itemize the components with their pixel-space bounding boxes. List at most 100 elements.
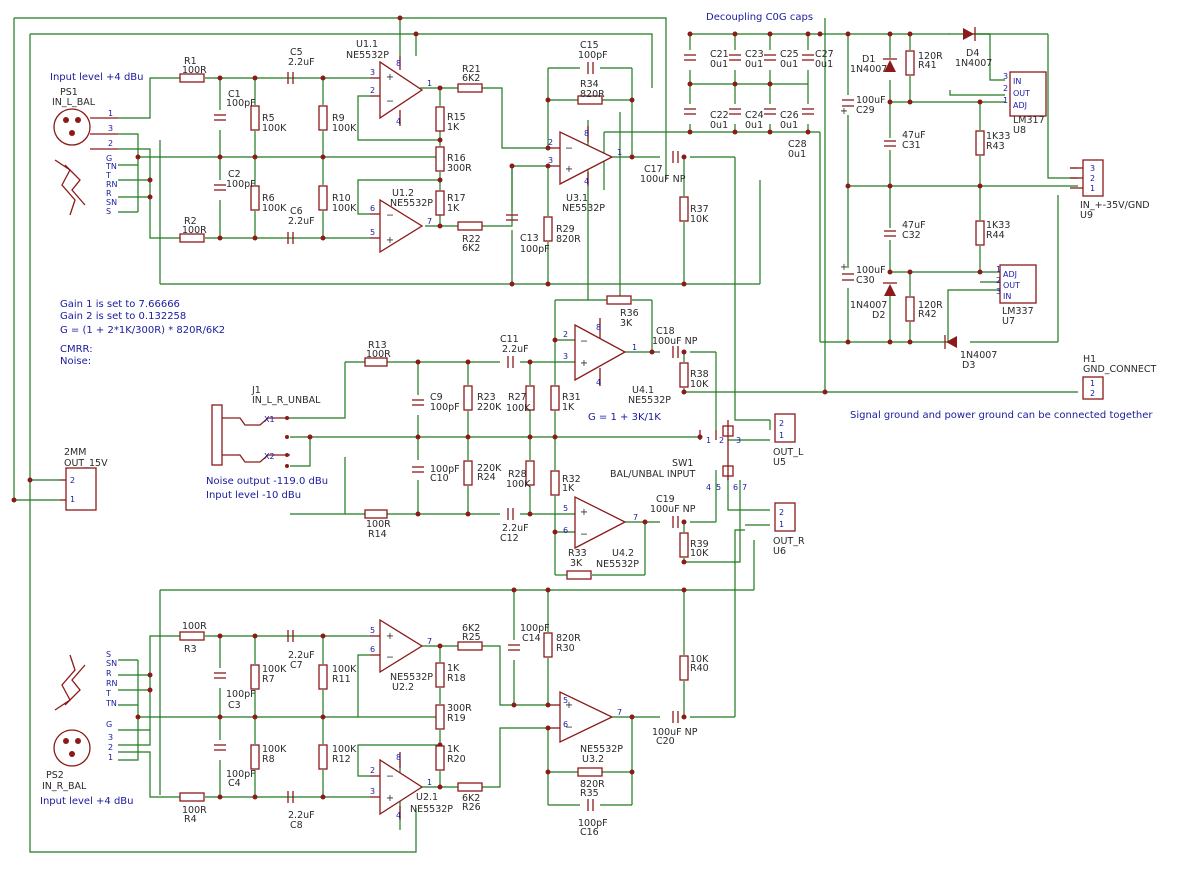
svg-text:R41: R41 xyxy=(918,60,937,71)
pin-label: 3 xyxy=(108,124,113,133)
svg-text:R8: R8 xyxy=(262,754,275,765)
label-u32-ref: U3.2 xyxy=(582,754,604,765)
pin-label: SN xyxy=(106,659,117,668)
pin-label: RN xyxy=(106,180,118,189)
label-u41-part: NE5532P xyxy=(628,395,671,406)
value-c20: 100uF NP xyxy=(652,727,698,738)
regulator-lm337 xyxy=(999,264,1037,304)
svg-text:C14: C14 xyxy=(522,633,541,644)
label-j1-ref: J1 xyxy=(251,385,261,396)
pin-label: 4 xyxy=(396,811,401,820)
value-r23: 220K xyxy=(477,402,502,413)
svg-text:C6: C6 xyxy=(290,206,303,217)
resistor-r4 xyxy=(179,792,205,802)
svg-text:−: − xyxy=(580,336,588,347)
pin-label: 7 xyxy=(742,483,747,492)
capacitor-c26 xyxy=(764,108,776,115)
value-r26: 6K2 xyxy=(462,793,480,804)
value-d1: 1N4007 xyxy=(850,64,887,75)
labels: Decoupling C0G caps Input level +4 dBu G… xyxy=(40,12,1156,838)
svg-text:−: − xyxy=(386,652,394,663)
label-u11-ref: U1.1 xyxy=(356,39,378,50)
svg-text:C32: C32 xyxy=(902,230,921,241)
svg-text:R6: R6 xyxy=(262,193,275,204)
pin-label: S xyxy=(106,650,111,659)
svg-text:C20: C20 xyxy=(656,736,675,747)
svg-text:R12: R12 xyxy=(332,754,351,765)
pin-label: 6 xyxy=(370,645,375,654)
pin-label: 1 xyxy=(1003,96,1008,105)
value-c24: 0u1 xyxy=(745,120,763,131)
pin-label: 5 xyxy=(563,504,568,513)
opamp-u1-1: +− xyxy=(370,56,424,126)
value-r38: 10K xyxy=(690,379,709,390)
pin-label: 6 xyxy=(563,526,568,535)
value-r30: 820R xyxy=(556,633,581,644)
pin-label: IN xyxy=(1013,77,1021,86)
value-r35: 820R xyxy=(580,779,605,790)
svg-text:R40: R40 xyxy=(690,663,709,674)
pin-label: 3 xyxy=(108,733,113,742)
connector-gnd xyxy=(1082,376,1104,400)
value-r16: 300R xyxy=(447,163,472,174)
pin-label: 2 xyxy=(108,139,113,148)
svg-text:+: + xyxy=(840,106,848,117)
svg-text:C22: C22 xyxy=(710,110,729,121)
svg-text:R7: R7 xyxy=(262,674,275,685)
label-u41-ref: U4.1 xyxy=(632,385,654,396)
svg-text:C12: C12 xyxy=(500,533,519,544)
svg-text:R35: R35 xyxy=(580,788,599,799)
pin-label: 1 xyxy=(1090,184,1095,193)
svg-text:R44: R44 xyxy=(986,230,1005,241)
value-r2: 100R xyxy=(182,225,207,236)
resistor-r23 xyxy=(463,385,473,411)
svg-text:R43: R43 xyxy=(986,141,1005,152)
svg-text:D2: D2 xyxy=(872,310,885,321)
diode-d4 xyxy=(963,27,976,41)
pin-label: 1 xyxy=(427,778,432,787)
svg-text:+: + xyxy=(580,507,588,518)
pin-label: 1 xyxy=(427,79,432,88)
svg-text:R20: R20 xyxy=(447,754,466,765)
value-d2: 1N4007 xyxy=(850,300,887,311)
svg-text:D1: D1 xyxy=(862,54,875,65)
diode-d3 xyxy=(944,335,957,349)
svg-text:−: − xyxy=(565,143,573,154)
pin-label: 4 xyxy=(596,378,601,387)
resistor-r35 xyxy=(577,767,603,777)
pin-label: 6 xyxy=(563,720,568,729)
connector-out-r xyxy=(774,502,796,532)
pin-label: 2 xyxy=(779,419,784,428)
value-r42: 120R xyxy=(918,300,943,311)
value-r29: 820R xyxy=(556,234,581,245)
capacitor-c13 xyxy=(506,214,518,221)
opamp-u3-2: +− xyxy=(550,690,614,744)
svg-text:R23: R23 xyxy=(477,392,496,403)
label-out15-name: OUT_15V xyxy=(64,458,108,469)
resistor-r9 xyxy=(318,105,328,131)
capacitor-c10 xyxy=(412,466,424,473)
capacitor-c16 xyxy=(587,799,594,811)
value-r37: 10K xyxy=(690,214,709,225)
value-r9: 100K xyxy=(332,123,357,134)
svg-text:C3: C3 xyxy=(228,700,241,711)
label-u8-ref: U8 xyxy=(1013,125,1026,136)
pin-label: 5 xyxy=(370,626,375,635)
diode-d1 xyxy=(883,58,897,72)
pin-label: 5 xyxy=(370,228,375,237)
svg-text:R4: R4 xyxy=(184,814,197,825)
svg-text:+: + xyxy=(565,700,573,711)
pin-label: 7 xyxy=(633,513,638,522)
pin-label: TN xyxy=(105,162,117,171)
opamps: +− −+ −+ −+ +− +− xyxy=(370,56,627,820)
label-j1-name: IN_L_R_UNBAL xyxy=(252,395,321,406)
capacitor-c3 xyxy=(214,672,226,679)
svg-text:C29: C29 xyxy=(856,105,875,116)
pin-label: 2 xyxy=(370,86,375,95)
value-r12: 100K xyxy=(332,744,357,755)
svg-text:R22: R22 xyxy=(462,234,481,245)
svg-text:+: + xyxy=(840,262,848,273)
value-r43: 1K33 xyxy=(986,131,1010,142)
svg-text:C25: C25 xyxy=(780,49,799,60)
pin-label: 2 xyxy=(370,766,375,775)
